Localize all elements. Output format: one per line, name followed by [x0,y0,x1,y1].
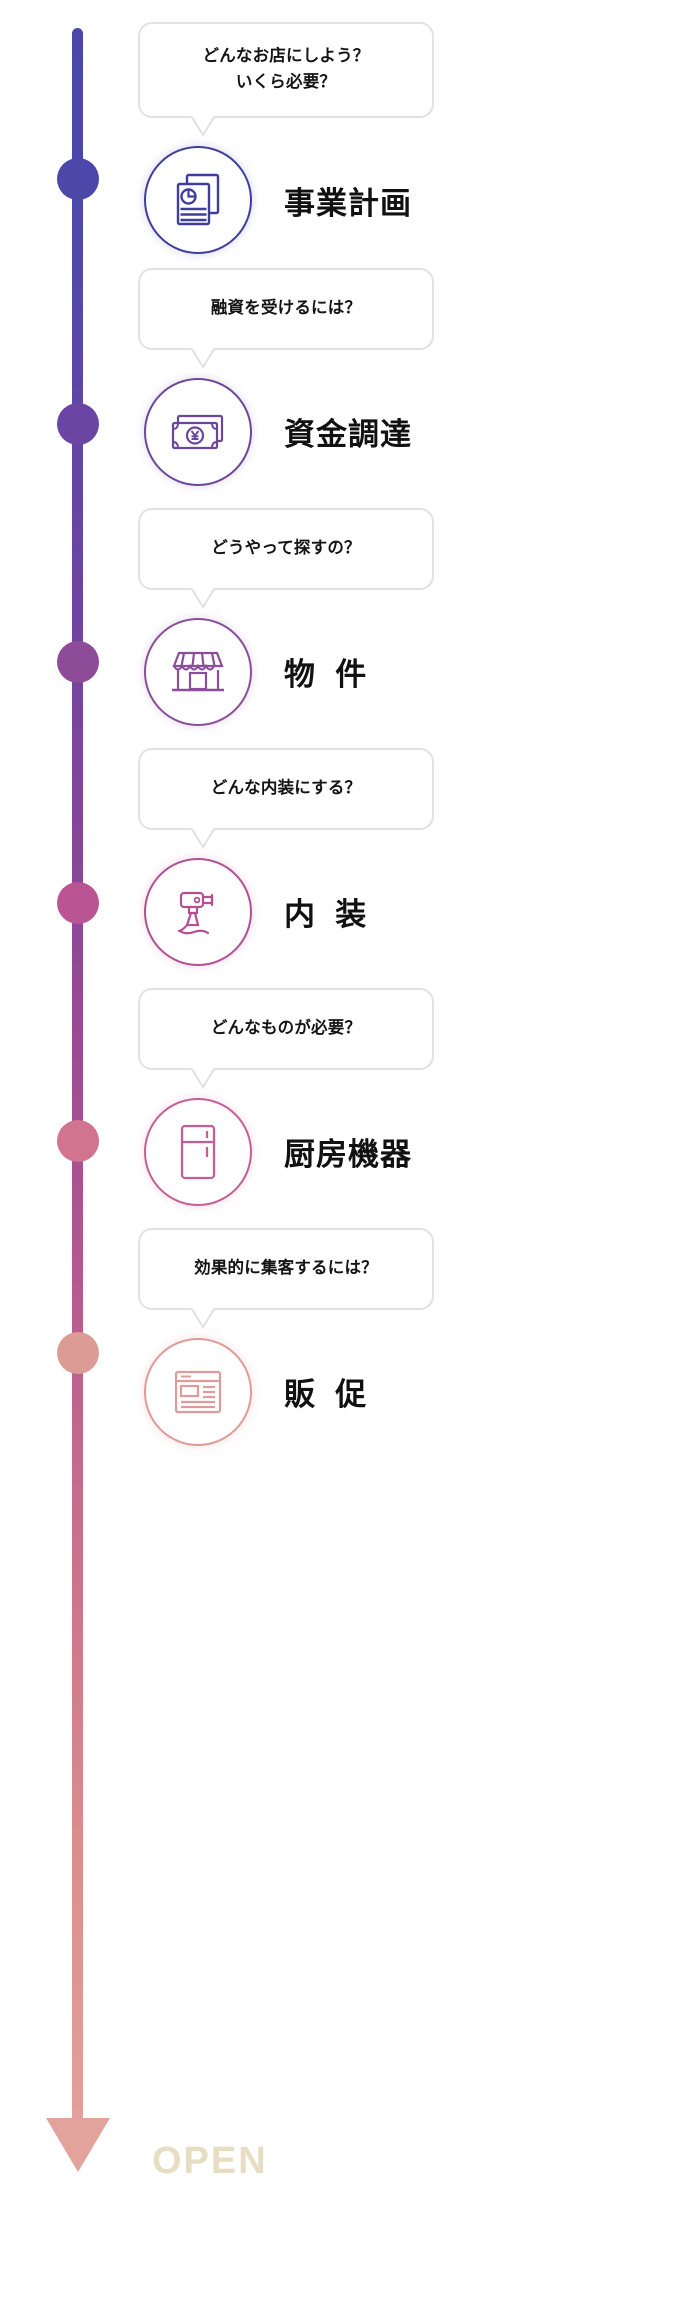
timeline-node-4 [56,882,99,924]
paint-sprayer-icon [167,881,229,943]
step-6-icon-row: 販 促 [138,1337,676,1446]
speech-bubble-2: 融資を受けるには？ [138,268,434,369]
step-3-label: 物 件 [284,657,368,693]
step-4-icon-circle [144,857,252,966]
step-1-icon-row: 事業計画 [138,146,676,255]
refrigerator-icon [173,1121,223,1183]
speech-bubble-6-text: 効果的に集客するには？ [194,1259,378,1277]
timeline-node-6 [56,1332,99,1374]
step-6-icon-circle [144,1337,252,1446]
timeline-step-3: どうやって探すの？ 物 件 [138,508,676,726]
speech-bubble-1: どんなお店にしよう？ いくら必要？ [138,22,434,138]
speech-bubble-6: 効果的に集客するには？ [138,1228,434,1329]
timeline-step-5: どんなものが必要？ 厨房機器 [138,988,676,1206]
document-chart-icon [167,169,229,231]
speech-bubble-2-text: 融資を受けるには？ [210,299,362,317]
timeline-gradient-line [72,28,83,2123]
step-4-label: 内 装 [284,897,368,933]
step-1-icon-circle [144,146,252,255]
step-3-icon-row: 物 件 [138,617,676,726]
timeline-node-5 [56,1120,99,1162]
timeline-node-3 [56,641,99,683]
timeline-step-6: 効果的に集客するには？ 販 [138,1228,676,1446]
timeline-step-4: どんな内装にする？ 内 装 [138,748,676,966]
timeline-step-2: 融資を受けるには？ 資金調達 [138,268,676,486]
timeline-node-1 [56,158,99,200]
speech-bubble-5-text: どんなものが必要？ [210,1019,362,1037]
speech-bubble-4: どんな内装にする？ [138,748,434,849]
speech-bubble-4-text: どんな内装にする？ [210,779,362,797]
timeline-arrow-head-icon [45,2118,110,2172]
step-1-label: 事業計画 [284,185,412,221]
open-label: OPEN [152,2140,268,2182]
step-5-icon-row: 厨房機器 [138,1097,676,1206]
storefront-icon [166,642,230,702]
timeline-node-2 [56,403,99,445]
step-3-icon-circle [144,617,252,726]
step-2-label: 資金調達 [284,417,412,453]
speech-bubble-5: どんなものが必要？ [138,988,434,1089]
step-5-label: 厨房機器 [284,1137,412,1173]
step-2-icon-row: 資金調達 [138,377,676,486]
timeline-step-1: どんなお店にしよう？ いくら必要？ 事業計画 [138,22,676,255]
step-6-label: 販 促 [284,1377,368,1413]
timeline-spine-container [0,0,180,2310]
webpage-flyer-icon [169,1363,227,1421]
speech-bubble-1-text: どんなお店にしよう？ いくら必要？ [202,47,370,91]
step-2-icon-circle [144,377,252,486]
step-4-icon-row: 内 装 [138,857,676,966]
speech-bubble-3: どうやって探すの？ [138,508,434,609]
speech-bubble-3-text: どうやって探すの？ [211,539,361,557]
banknote-yen-icon [166,400,230,464]
step-5-icon-circle [144,1097,252,1206]
